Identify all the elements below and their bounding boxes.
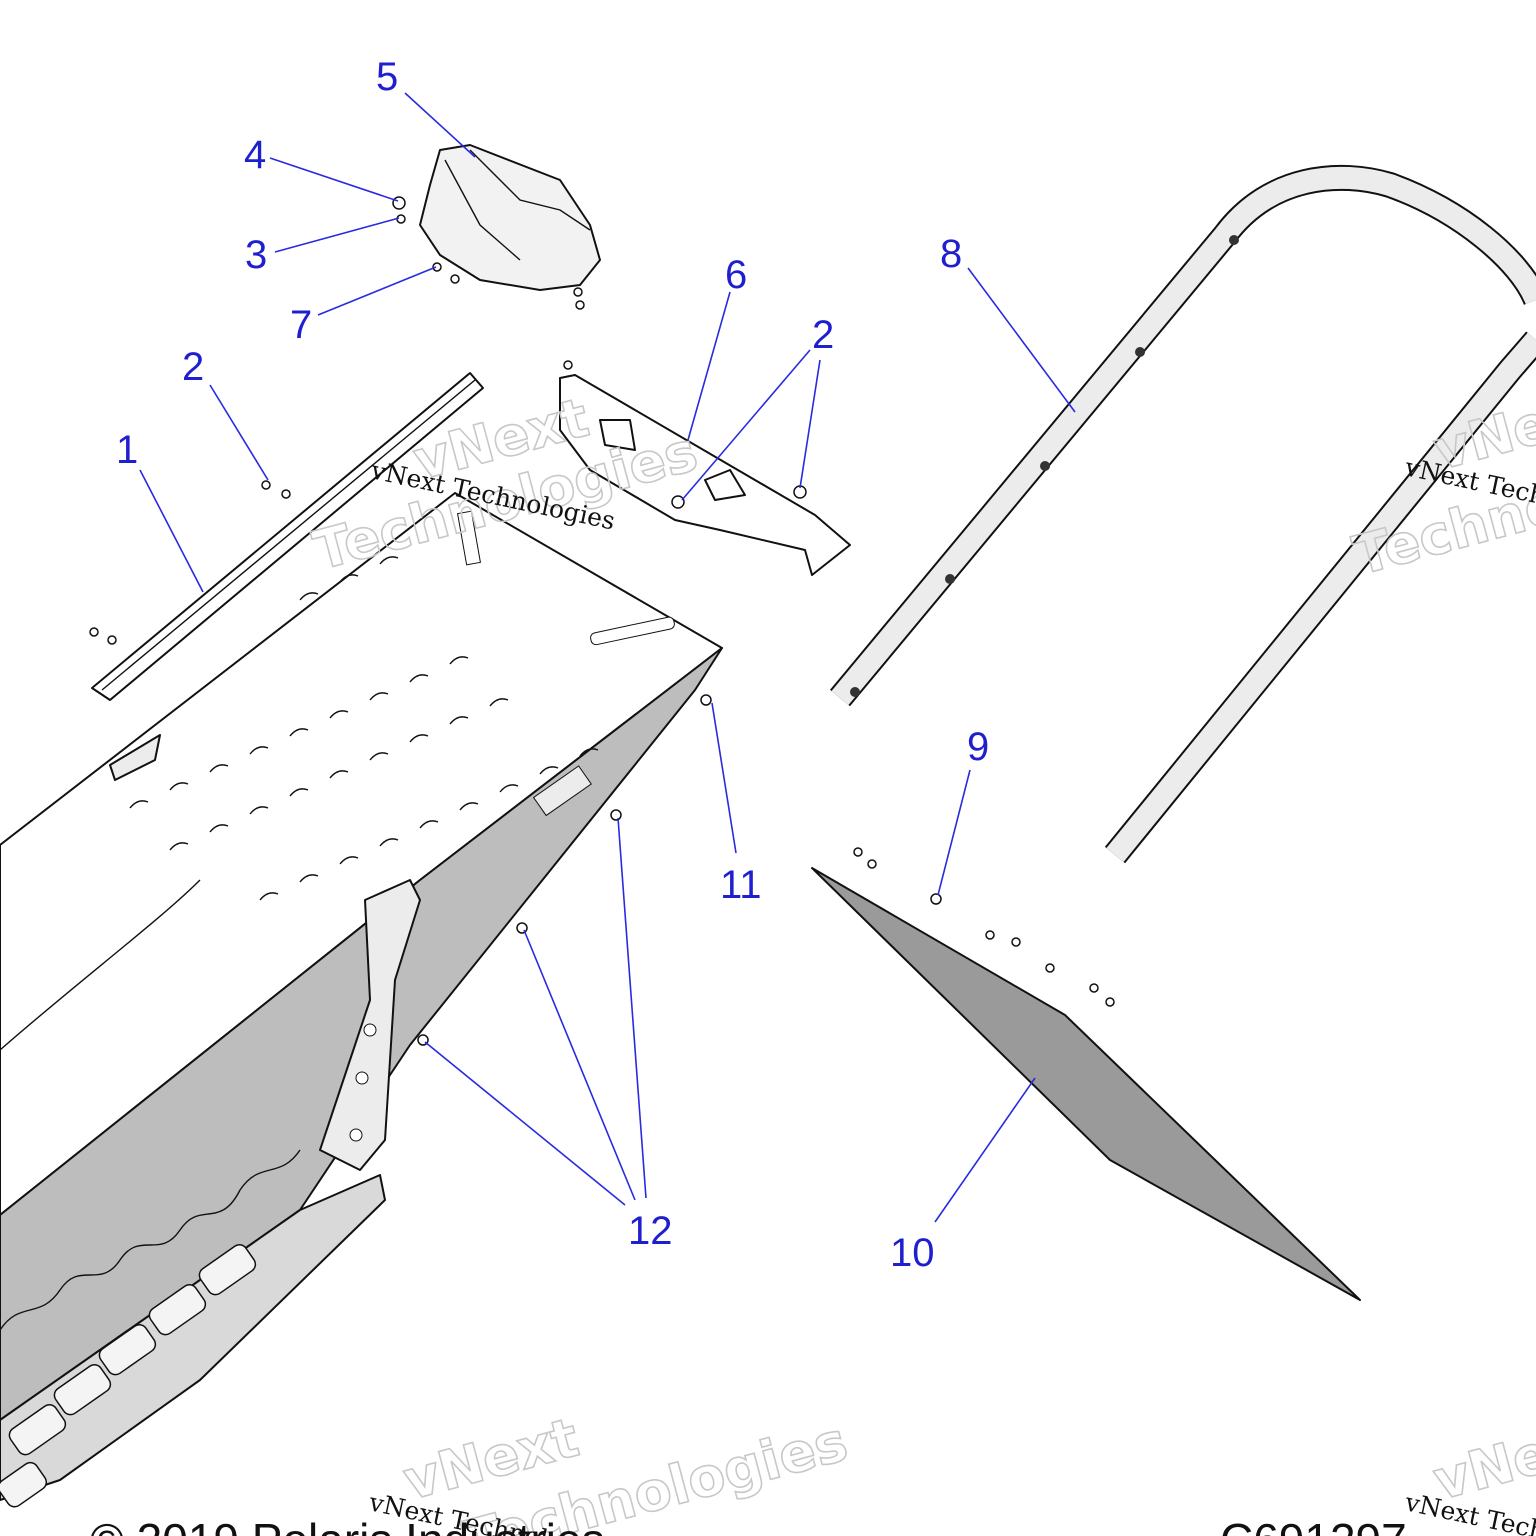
- callout-labels: 1 2 2 3 4 5 6 7 8 9 10 11 12: [116, 55, 989, 1275]
- callout-6: 6: [725, 253, 747, 297]
- callout-10: 10: [890, 1231, 935, 1275]
- footer: © 2019 Polaris Industries C691297: [90, 1514, 1407, 1536]
- part-6-bracket: [559, 374, 851, 576]
- callout-4: 4: [244, 133, 266, 177]
- part-5-cover: [419, 144, 601, 291]
- callout-7: 7: [290, 303, 312, 347]
- callout-2-right: 2: [812, 313, 834, 357]
- drawing-code: C691297: [1220, 1514, 1407, 1536]
- callout-9: 9: [967, 725, 989, 769]
- callout-8: 8: [940, 232, 962, 276]
- tunnel-assembly: [0, 492, 723, 1508]
- callout-12: 12: [628, 1209, 673, 1253]
- copyright-text: © 2019 Polaris Industries: [90, 1514, 605, 1536]
- part-10-flap: [811, 867, 1361, 1301]
- leader-lines: [139, 92, 1076, 1223]
- part-8-handle-bar: [830, 164, 1536, 864]
- part-1-rail-strip: [91, 372, 484, 701]
- callout-11: 11: [720, 863, 762, 907]
- callout-3: 3: [245, 233, 267, 277]
- callout-2-left: 2: [182, 345, 204, 389]
- callout-5: 5: [376, 55, 398, 99]
- fasteners: [89, 196, 1115, 1046]
- callout-1: 1: [116, 428, 138, 472]
